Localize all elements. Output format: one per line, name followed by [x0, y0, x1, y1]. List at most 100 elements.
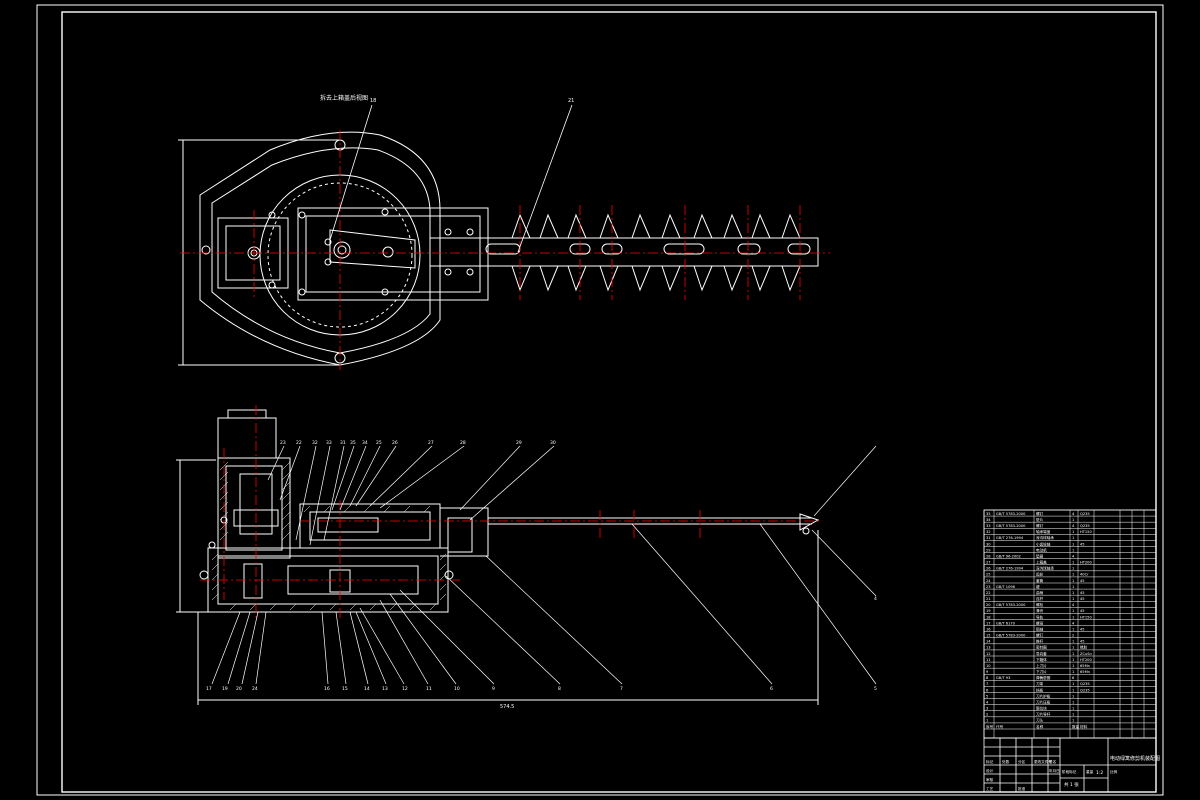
bom-cell-name: 销轴: [1036, 626, 1044, 631]
bom-cell-qty: 1: [1072, 518, 1074, 522]
bom-cell-no: 35: [986, 512, 991, 516]
bom-cell-qty: 1: [1072, 652, 1074, 656]
bom-cell-qty: 1: [1072, 670, 1074, 674]
bom-cell-no: 33: [986, 524, 991, 528]
bom-header-code: 代号: [996, 724, 1004, 729]
bom-cell-material: 45: [1080, 640, 1085, 644]
bom-cell-no: 30: [986, 542, 991, 546]
bom-cell-qty: 1: [1072, 615, 1074, 619]
balloon: 26: [392, 440, 398, 446]
bom-cell-no: 21: [986, 597, 991, 601]
bom-cell-qty: 6: [1072, 676, 1075, 680]
bom-cell-material: 橡胶: [1080, 645, 1088, 650]
bom-cell-no: 13: [986, 646, 991, 650]
bom-cell-no: 26: [986, 567, 991, 571]
bom-cell-no: 28: [986, 554, 991, 558]
section-balloons-top: 23 22 32 33 31 35 34 25 26 27 28 29 30: [280, 440, 556, 446]
balloon: 31: [340, 440, 346, 446]
bom-cell-material: Q235: [1080, 682, 1090, 686]
bom-cell-no: 5: [986, 694, 988, 698]
bom-cell-qty: 1: [1072, 694, 1074, 698]
balloon: 11: [426, 686, 432, 692]
balloon: 5: [874, 686, 877, 692]
balloon: 22: [296, 440, 302, 446]
balloon: 19: [222, 686, 228, 692]
balloon: 13: [382, 686, 388, 692]
bom-cell-name: 深沟球轴承: [1036, 566, 1054, 571]
overall-dimension: 574.5: [500, 704, 514, 710]
bom-cell-name: 推杆: [1036, 639, 1044, 644]
bom-cell-name: 小齿轮轴: [1036, 541, 1051, 546]
tb-label: 处数: [1002, 759, 1010, 764]
bom-cell-code: GB/T 5783-2000: [996, 603, 1026, 607]
bom-cell-code: GB/T 276-1994: [996, 567, 1024, 571]
bom-cell-no: 15: [986, 634, 991, 638]
bom-cell-qty: 1: [1072, 713, 1074, 717]
bom-cell-code: GB/T 5783-2000: [996, 524, 1026, 528]
balloon: 16: [324, 686, 330, 692]
bom-cell-material: 45: [1080, 609, 1085, 613]
balloon: 33: [326, 440, 332, 446]
bom-cell-name: 套筒: [1036, 578, 1044, 583]
balloon: 12: [402, 686, 408, 692]
balloon: 20: [236, 686, 242, 692]
bom-cell-code: GB/T 5783-2000: [996, 634, 1026, 638]
bom-cell-qty: 1: [1072, 640, 1074, 644]
tb-label: 批准: [1018, 786, 1026, 791]
balloon: 7: [620, 686, 623, 692]
bom-header-qty: 数量: [1072, 724, 1080, 729]
bom-header-material: 材料: [1080, 724, 1088, 729]
bom-cell-qty: 1: [1072, 688, 1074, 692]
bom-cell-code: GB/T 5783-2000: [996, 512, 1026, 516]
bom-cell-no: 34: [986, 518, 991, 522]
title-block-labels: 标记 处数 分区 更改文件号 签名 年月日 设计 审核 工艺 批准 阶段标记 重…: [986, 759, 1118, 791]
bom-cell-material: Q235: [1080, 688, 1090, 692]
tb-label: 分区: [1018, 759, 1026, 764]
bom-cell-name: 螺钉: [1036, 633, 1044, 638]
bom-cell-no: 19: [986, 609, 991, 613]
bom-cell-name: 下箱体: [1036, 657, 1047, 662]
balloon: 4: [874, 596, 877, 602]
slider-frame: [297, 207, 489, 301]
bom-cell-no: 20: [986, 603, 991, 607]
bom-header-name: 名称: [1036, 724, 1044, 729]
balloon: 29: [516, 440, 522, 446]
tb-label: 设计: [986, 768, 994, 773]
tb-label: 工艺: [986, 786, 994, 791]
top-view-title: 拆去上箱盖后视图: [320, 94, 368, 102]
bom-cell-no: 25: [986, 573, 991, 577]
balloon: 9: [492, 686, 495, 692]
bom-cell-name: 齿轮: [1036, 572, 1044, 577]
top-view-leaders: [329, 104, 573, 253]
bom-cell-name: 曲柄: [1036, 590, 1044, 595]
housing-inner-outline: [211, 147, 431, 354]
arm: [440, 507, 489, 557]
balloon: 24: [252, 686, 258, 692]
section-hatching: [211, 461, 447, 611]
bom-cell-name: 刀片护板: [1036, 693, 1051, 698]
bom-cell-qty: 1: [1072, 707, 1074, 711]
bom-cell-name: 连杆: [1036, 596, 1044, 601]
bom-cell-no: 6: [986, 688, 989, 692]
bom-cell-qty: 1: [1072, 609, 1074, 613]
bom-cell-name: 限位块: [1036, 706, 1047, 711]
bom-cell-qty: 1: [1072, 548, 1074, 552]
bom-cell-qty: 1: [1072, 664, 1074, 668]
bom-cell-qty: 1: [1072, 646, 1074, 650]
tb-label: 标记: [986, 759, 994, 764]
bom-cell-material: 45: [1080, 579, 1085, 583]
bom-cell-material: HT150: [1080, 615, 1092, 619]
bom-cell-material: 45: [1080, 627, 1085, 631]
balloon: 15: [342, 686, 348, 692]
bom-cell-qty: 1: [1072, 573, 1074, 577]
scale-value: 1:2: [1096, 770, 1103, 776]
bom-cell-code: GB/T 1096: [996, 585, 1016, 589]
bom-cell-name: 上刀片: [1036, 663, 1047, 668]
bom-cell-no: 1: [986, 719, 988, 723]
section-centerlines: [200, 405, 820, 620]
balloon: 28: [460, 440, 466, 446]
bom-cell-no: 16: [986, 627, 991, 631]
bom-cell-no: 32: [986, 530, 991, 534]
bom-cell-no: 24: [986, 579, 991, 583]
gearbox-column: [217, 457, 291, 559]
